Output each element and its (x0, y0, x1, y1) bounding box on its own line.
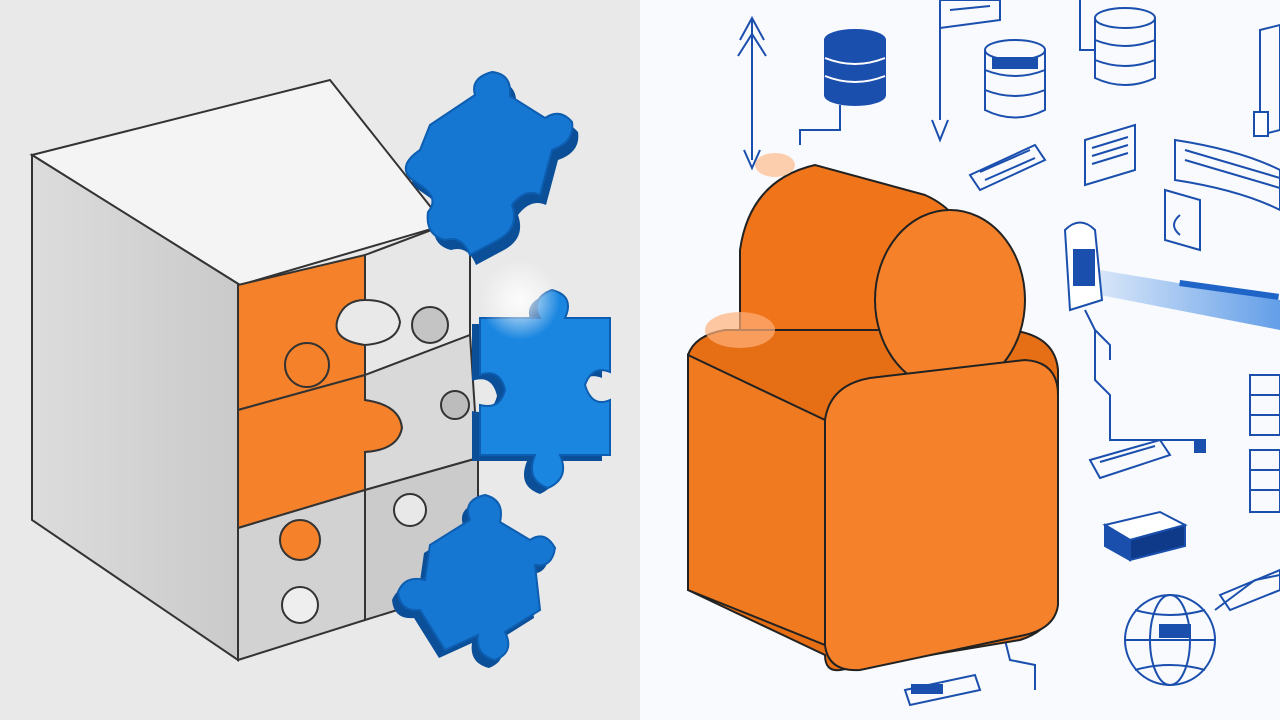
document-icon (1084, 123, 1136, 187)
database-icon (984, 39, 1046, 119)
grey-socket (411, 306, 449, 344)
light-glow (755, 153, 795, 177)
user-block-panel (640, 0, 1280, 720)
database-icon (799, 29, 886, 145)
document-icon (931, 0, 1001, 143)
puzzle-cube-panel (0, 0, 640, 720)
blueprint-scene (687, 0, 1280, 707)
light-beam-core (1179, 280, 1280, 300)
server-rack-icon (1164, 138, 1280, 252)
orange-knob (284, 342, 330, 388)
puzzle-piece-icon (472, 288, 611, 494)
grey-socket (440, 390, 470, 420)
database-icon (1079, 0, 1156, 86)
grey-tile (364, 333, 480, 492)
cable-icon (903, 309, 1206, 707)
server-rack-icon (1249, 374, 1280, 513)
orange-tile (237, 253, 366, 412)
server-rack-icon (1253, 23, 1280, 137)
light-glow (705, 312, 775, 348)
light-beam (1100, 270, 1280, 330)
orange-knob (279, 519, 321, 561)
globe-icon (1124, 568, 1280, 686)
grey-socket (281, 586, 319, 624)
user-block-icon (687, 163, 1059, 672)
puzzle-cube-icon (29, 70, 611, 668)
light-glow (480, 260, 560, 340)
grey-socket (393, 493, 427, 527)
puzzle-piece-icon (404, 70, 579, 265)
server-rack-icon (1102, 510, 1188, 562)
arrow-up-icon (737, 15, 767, 171)
document-icon (968, 143, 1047, 192)
lock-icon (1063, 221, 1104, 312)
puzzle-piece-icon (392, 493, 557, 668)
